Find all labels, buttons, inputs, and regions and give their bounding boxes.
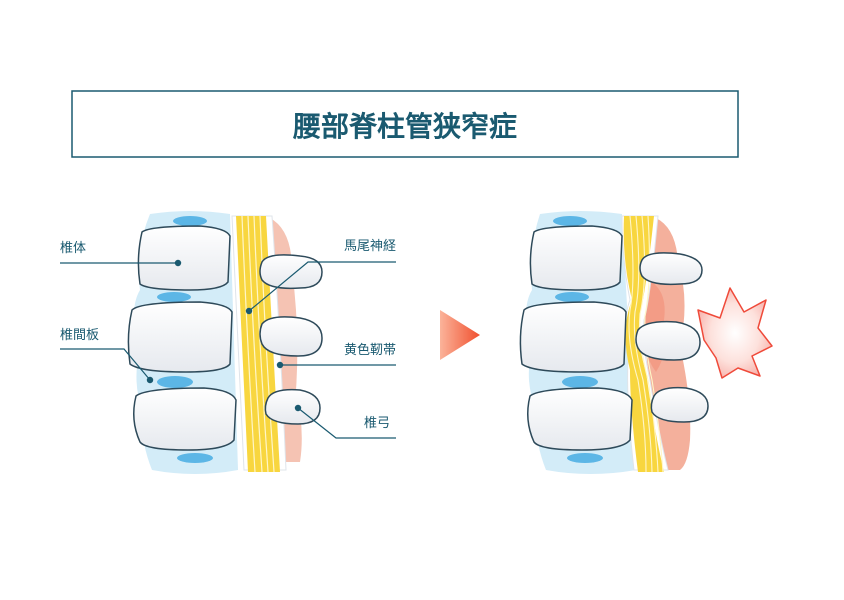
annotation-labels: 椎体 椎間板 馬尾神経 黄色靭帯 椎弓	[60, 239, 396, 431]
vertebral-arch	[650, 386, 709, 423]
disc-core	[173, 216, 207, 226]
normal-spine	[127, 211, 323, 474]
vertebral-arch	[635, 320, 701, 361]
label-vertebral-arch: 椎弓	[364, 416, 390, 431]
vertebral-arch	[639, 252, 703, 286]
disc-core	[177, 453, 213, 463]
pain-burst-icon	[697, 287, 773, 379]
vertebral-arch	[259, 254, 323, 290]
vertebral-body	[529, 225, 623, 291]
nerve-fibers	[241, 215, 275, 473]
page-title: 腰部脊柱管狭窄症	[292, 110, 517, 143]
disc-core	[555, 292, 589, 302]
title-box: 腰部脊柱管狭窄症	[71, 90, 739, 158]
vertebral-body	[127, 301, 233, 373]
vertebral-body	[527, 387, 633, 451]
annotation-dots	[146, 259, 302, 412]
cauda-equina-compressed	[623, 216, 664, 472]
leader-line-disc	[60, 348, 151, 381]
disc-core	[567, 453, 603, 463]
label-intervertebral-disc: 椎間板	[60, 328, 99, 343]
disc-core	[157, 292, 191, 302]
annotations	[60, 261, 396, 439]
label-ligamentum-flavum: 黄色靭帯	[344, 342, 396, 358]
leader-line-cauda-equina	[248, 261, 396, 312]
vertebral-body	[519, 301, 627, 373]
transition-arrow-icon	[440, 310, 480, 360]
disc-core	[553, 216, 587, 226]
stenosis-spine	[519, 211, 773, 474]
label-cauda-equina: 馬尾神経	[344, 239, 396, 254]
vertebral-body	[137, 225, 231, 291]
leader-line-arch	[297, 407, 396, 439]
vertebral-arch	[264, 388, 321, 425]
disc-core	[562, 376, 598, 388]
label-vertebral-body: 椎体	[60, 241, 86, 256]
disc-core	[157, 376, 193, 388]
vertebral-arch	[259, 316, 323, 357]
vertebral-body	[133, 387, 237, 451]
